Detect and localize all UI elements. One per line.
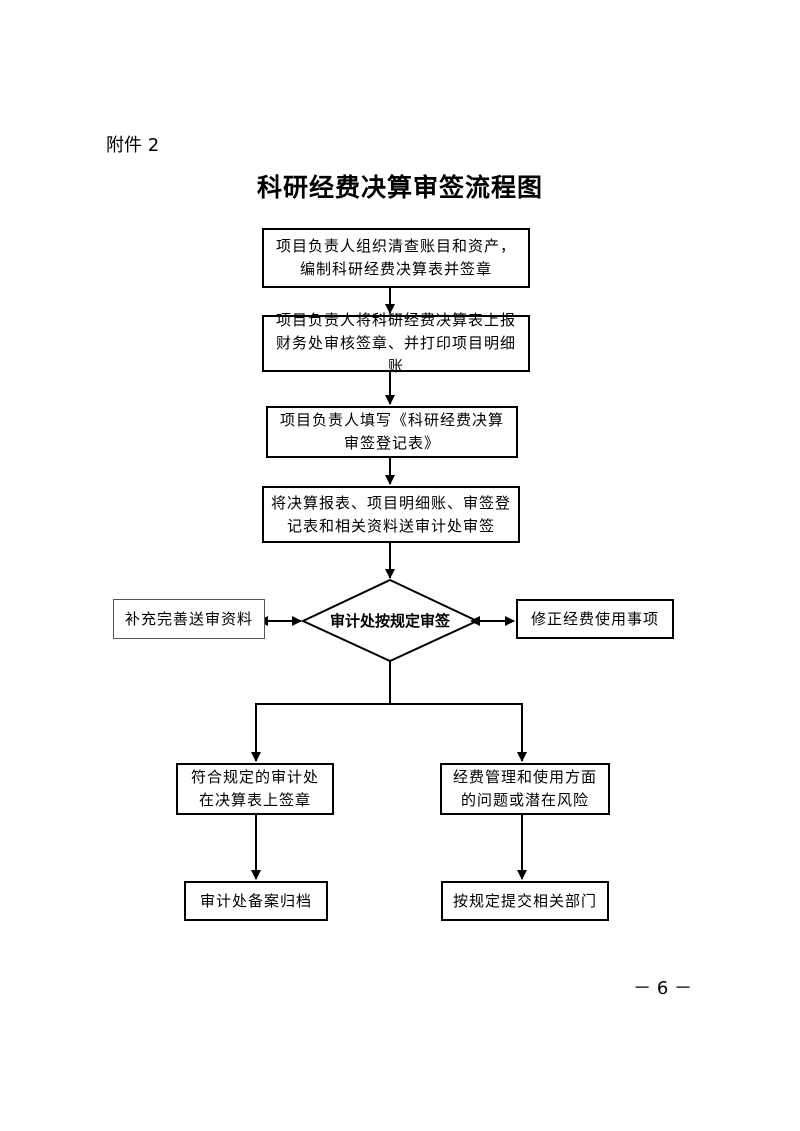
step-text-2: 项目负责人将科研经费决算表上报财务处审核签章、并打印项目明细账 [275, 311, 516, 375]
page-number: － 6 － [633, 978, 692, 999]
side-text-right: 修正经费使用事项 [530, 609, 659, 628]
step-box-4: 将决算报表、项目明细账、审签登记表和相关资料送审计处审签 [262, 486, 520, 543]
step-box-3: 项目负责人填写《科研经费决算审签登记表》 [266, 406, 518, 458]
step-text-1: 项目负责人组织清查账目和资产，编制科研经费决算表并签章 [275, 237, 516, 278]
decision-label: 审计处按规定审签 [329, 612, 450, 630]
side-box-right: 修正经费使用事项 [516, 599, 674, 639]
step-text-4: 将决算报表、项目明细账、审签登记表和相关资料送审计处审签 [270, 493, 511, 535]
side-text-left: 补充完善送审资料 [124, 609, 253, 628]
final-box-right: 按规定提交相关部门 [441, 881, 609, 921]
page-title: 科研经费决算审签流程图 [256, 173, 543, 202]
result-box-left: 符合规定的审计处在决算表上签章 [176, 763, 334, 815]
step-text-3: 项目负责人填写《科研经费决算审签登记表》 [279, 411, 504, 452]
final-text-left: 审计处备案归档 [199, 891, 312, 910]
attachment-label: 附件 2 [106, 135, 160, 156]
final-box-left: 审计处备案归档 [184, 881, 328, 921]
result-text-right: 经费管理和使用方面的问题或潜在风险 [452, 768, 597, 809]
step-box-1: 项目负责人组织清查账目和资产，编制科研经费决算表并签章 [262, 228, 530, 288]
step-box-2: 项目负责人将科研经费决算表上报财务处审核签章、并打印项目明细账 [262, 311, 530, 375]
final-text-right: 按规定提交相关部门 [452, 891, 597, 910]
side-box-left: 补充完善送审资料 [113, 599, 265, 639]
result-box-right: 经费管理和使用方面的问题或潜在风险 [440, 763, 610, 815]
result-text-left: 符合规定的审计处在决算表上签章 [190, 768, 319, 809]
